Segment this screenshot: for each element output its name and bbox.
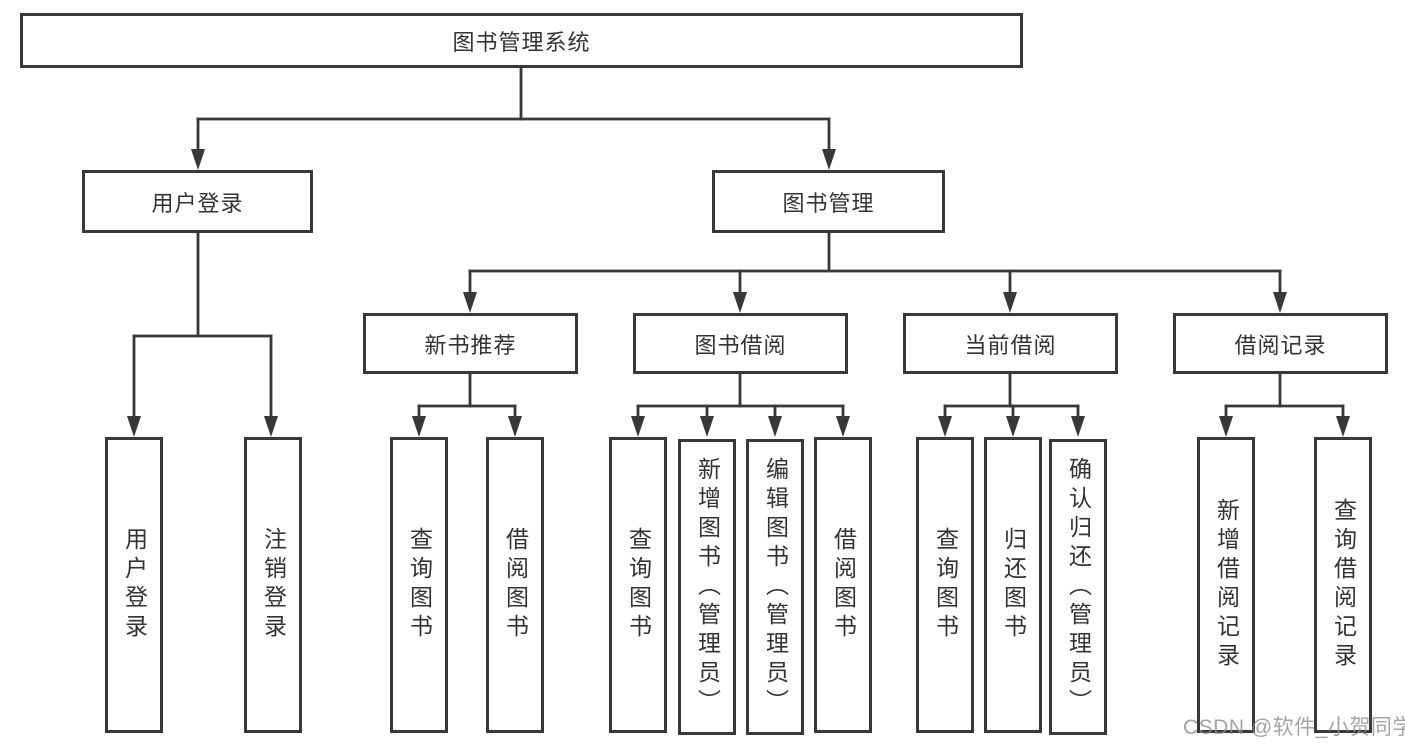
- node-root-library-management-system: 图书管理系统: [20, 13, 1023, 68]
- node-new-book-recommendation: 新书推荐: [363, 313, 578, 374]
- node-label: 用户登录: [121, 527, 148, 643]
- node-label: 查询图书: [625, 527, 652, 643]
- node-label: 用户登录: [151, 190, 244, 216]
- leaf-add-borrow-record: 新增借阅记录: [1197, 437, 1255, 733]
- node-book-management: 图书管理: [712, 170, 945, 233]
- leaf-borrow-books-recommend: 借阅图书: [486, 437, 544, 733]
- node-label: 查询图书: [406, 527, 433, 643]
- leaf-confirm-return-admin: 确认归还（管理员）: [1049, 439, 1107, 735]
- node-label: 查询图书: [932, 527, 959, 643]
- leaf-user-login: 用户登录: [105, 437, 163, 733]
- node-label: 图书管理: [782, 190, 875, 216]
- node-label: 图书管理系统: [452, 29, 591, 55]
- leaf-query-books-current: 查询图书: [916, 437, 974, 733]
- node-label: 编辑图书（管理员）: [762, 456, 789, 718]
- csdn-watermark: CSDN @软件_小贺同学: [1183, 716, 1405, 739]
- node-label: 新增图书（管理员）: [694, 456, 721, 718]
- leaf-edit-book-admin: 编辑图书（管理员）: [746, 439, 804, 735]
- node-label: 借阅记录: [1234, 332, 1327, 358]
- node-label: 新增借阅记录: [1213, 498, 1240, 672]
- node-user-login: 用户登录: [82, 170, 313, 233]
- node-label: 新书推荐: [424, 332, 517, 358]
- node-borrowing-records: 借阅记录: [1173, 313, 1388, 374]
- node-book-borrowing: 图书借阅: [633, 313, 848, 374]
- node-label: 当前借阅: [964, 332, 1057, 358]
- leaf-logout: 注销登录: [244, 437, 302, 733]
- leaf-query-books-recommend: 查询图书: [390, 437, 448, 733]
- node-label: 借阅图书: [502, 527, 529, 643]
- node-label: 归还图书: [1000, 527, 1027, 643]
- node-label: 确认归还（管理员）: [1065, 456, 1092, 718]
- leaf-query-borrow-record: 查询借阅记录: [1314, 437, 1372, 733]
- leaf-return-books: 归还图书: [984, 437, 1042, 733]
- leaf-borrow-books-borrowing: 借阅图书: [814, 437, 872, 733]
- leaf-query-books-borrowing: 查询图书: [609, 437, 667, 733]
- node-label: 注销登录: [260, 527, 287, 643]
- node-label: 查询借阅记录: [1330, 498, 1357, 672]
- node-label: 图书借阅: [694, 332, 787, 358]
- node-current-borrowing: 当前借阅: [903, 313, 1118, 374]
- leaf-add-book-admin: 新增图书（管理员）: [678, 439, 736, 735]
- node-label: 借阅图书: [830, 527, 857, 643]
